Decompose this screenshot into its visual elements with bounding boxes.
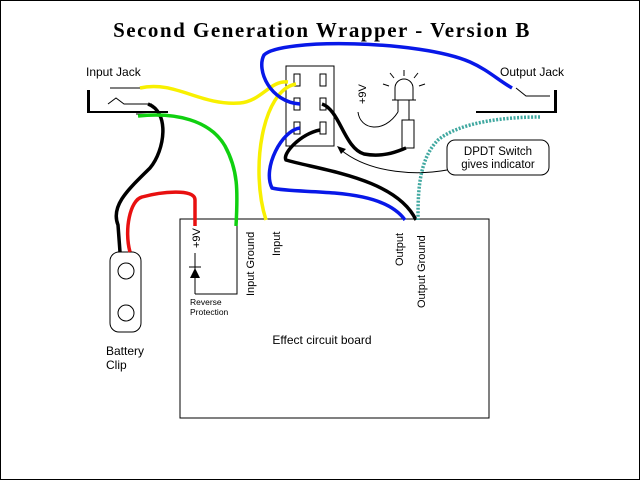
plus9v-led-label: +9V xyxy=(357,83,369,104)
black-wire-input-jack-to-battery xyxy=(114,102,165,253)
output-jack-label: Output Jack xyxy=(500,65,565,79)
input-label: Input xyxy=(271,232,283,256)
green-wire-input-jack-to-board-ground xyxy=(137,113,239,227)
blue-wire-switch-to-board-output xyxy=(267,126,407,222)
output-ground-label: Output Ground xyxy=(416,235,428,308)
yellow-wire-input-jack-to-switch xyxy=(139,80,289,105)
board-label: Effect circuit board xyxy=(272,333,371,347)
plus9v-board-label: +9V xyxy=(191,227,203,248)
battery-clip-label-line1: Battery xyxy=(106,344,144,358)
input-ground-label: Input Ground xyxy=(245,232,257,296)
dpdt-callout xyxy=(337,139,550,176)
effect-circuit-board xyxy=(179,218,490,419)
reverse-label-line1: Reverse xyxy=(190,297,222,307)
callout-line1: DPDT Switch xyxy=(464,146,532,158)
output-jack xyxy=(476,87,557,113)
diagram-title: Second Generation Wrapper - Version B xyxy=(113,18,531,42)
led-indicator xyxy=(357,70,426,149)
reverse-protection-diode xyxy=(189,226,238,295)
black-wire-switch-to-board xyxy=(283,128,418,221)
blue-wire-switch-to-output-jack xyxy=(260,41,513,106)
red-wire-battery-to-board xyxy=(125,190,197,253)
callout-line2: gives indicator xyxy=(461,159,535,171)
black-wire-switch-to-led xyxy=(321,102,407,157)
battery-clip-label-line2: Clip xyxy=(106,358,127,372)
teal-wire-output-jack-to-board-ground xyxy=(416,115,541,221)
reverse-label-line2: Protection xyxy=(190,307,229,317)
input-jack-label: Input Jack xyxy=(86,65,142,79)
output-label: Output xyxy=(394,233,406,266)
battery-clip xyxy=(109,251,142,333)
yellow-wire-switch-to-board-input xyxy=(257,82,297,221)
